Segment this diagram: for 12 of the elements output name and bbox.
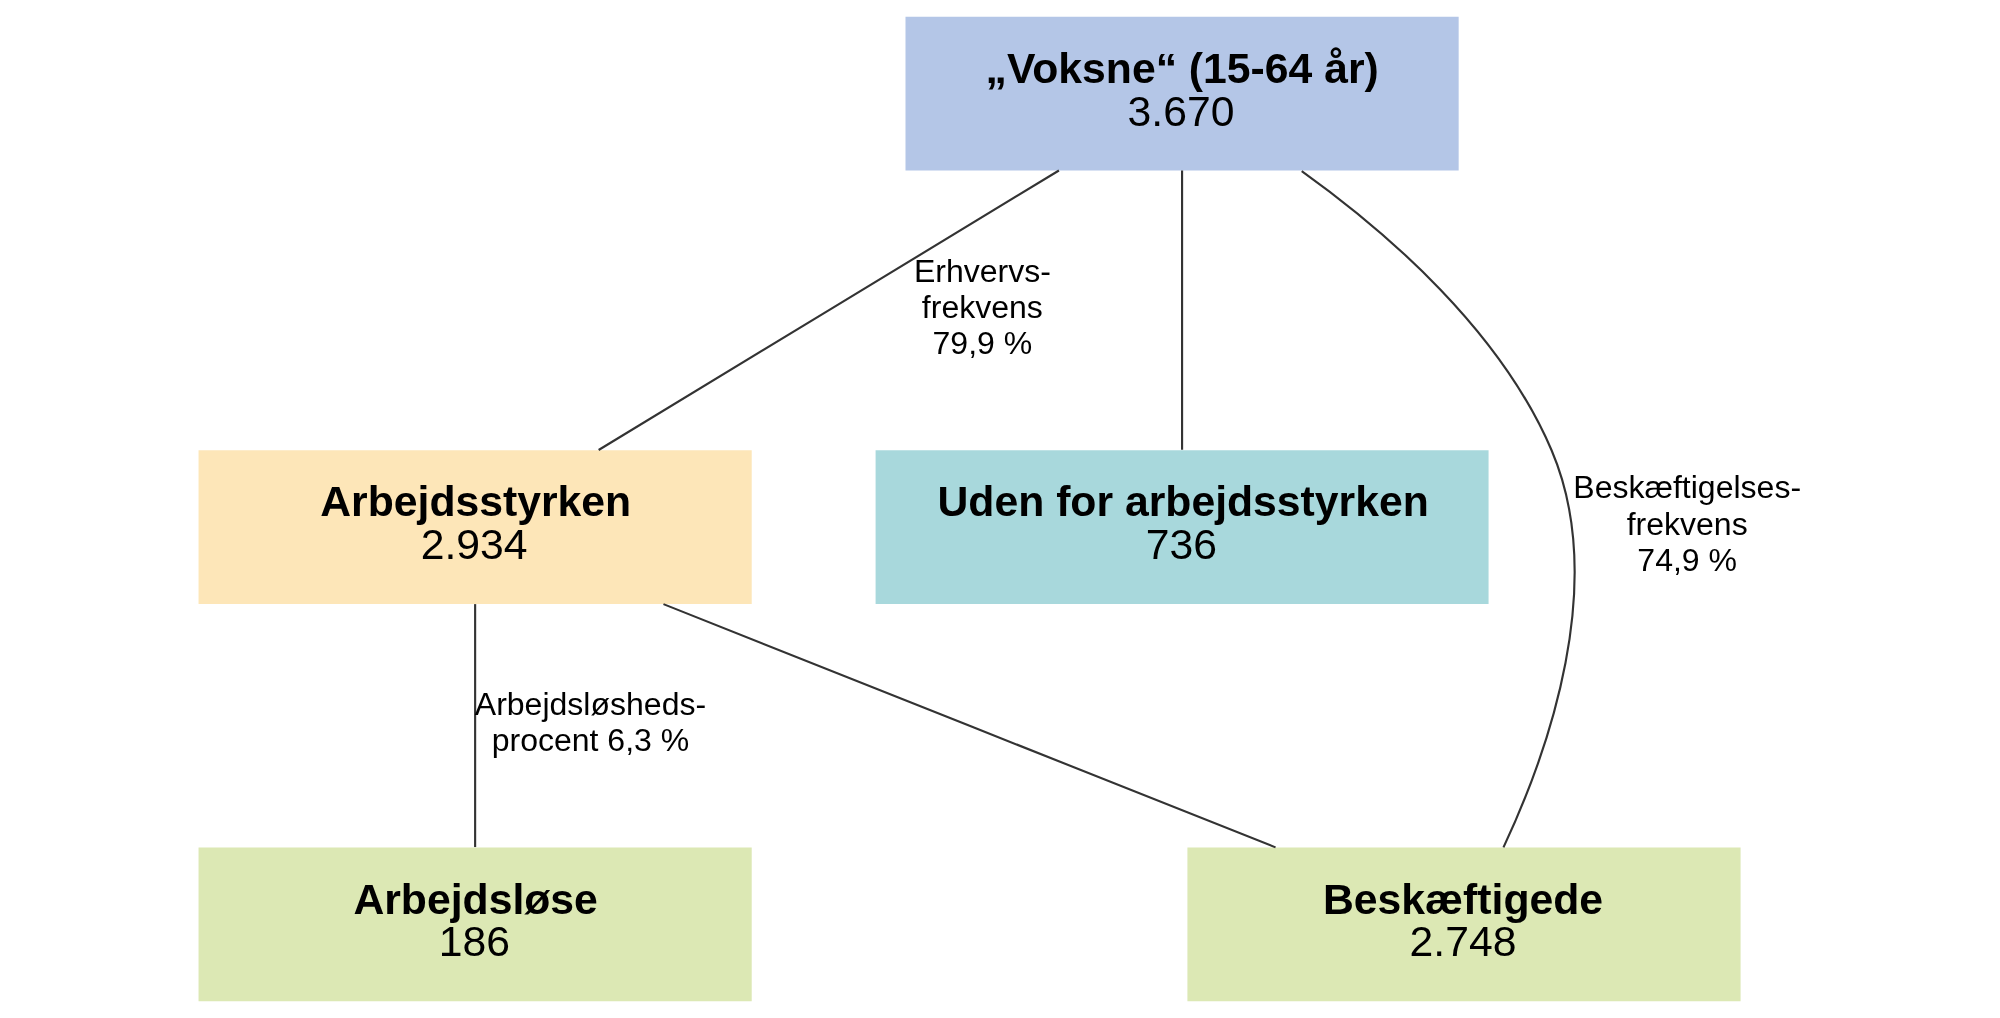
connector <box>474 604 477 848</box>
connector <box>1181 170 1184 450</box>
node-box: Uden for arbejdsstyrken 736 <box>875 450 1489 605</box>
edge-label: Erhvervs- frekvens 79,9 % <box>913 252 1051 362</box>
connector <box>1301 170 1576 848</box>
node-box: Beskæftigede 2.748 <box>1187 847 1741 1002</box>
node-box: Arbejdsstyrken 2.934 <box>198 450 752 605</box>
node-box: Arbejdsløse 186 <box>198 847 752 1002</box>
connector <box>598 169 1060 451</box>
connector <box>663 603 1276 849</box>
node-box: „Voksne“ (15-64 år) 3.670 <box>905 16 1459 171</box>
edge-label: Beskæftigelses- frekvens 74,9 % <box>1573 469 1802 578</box>
